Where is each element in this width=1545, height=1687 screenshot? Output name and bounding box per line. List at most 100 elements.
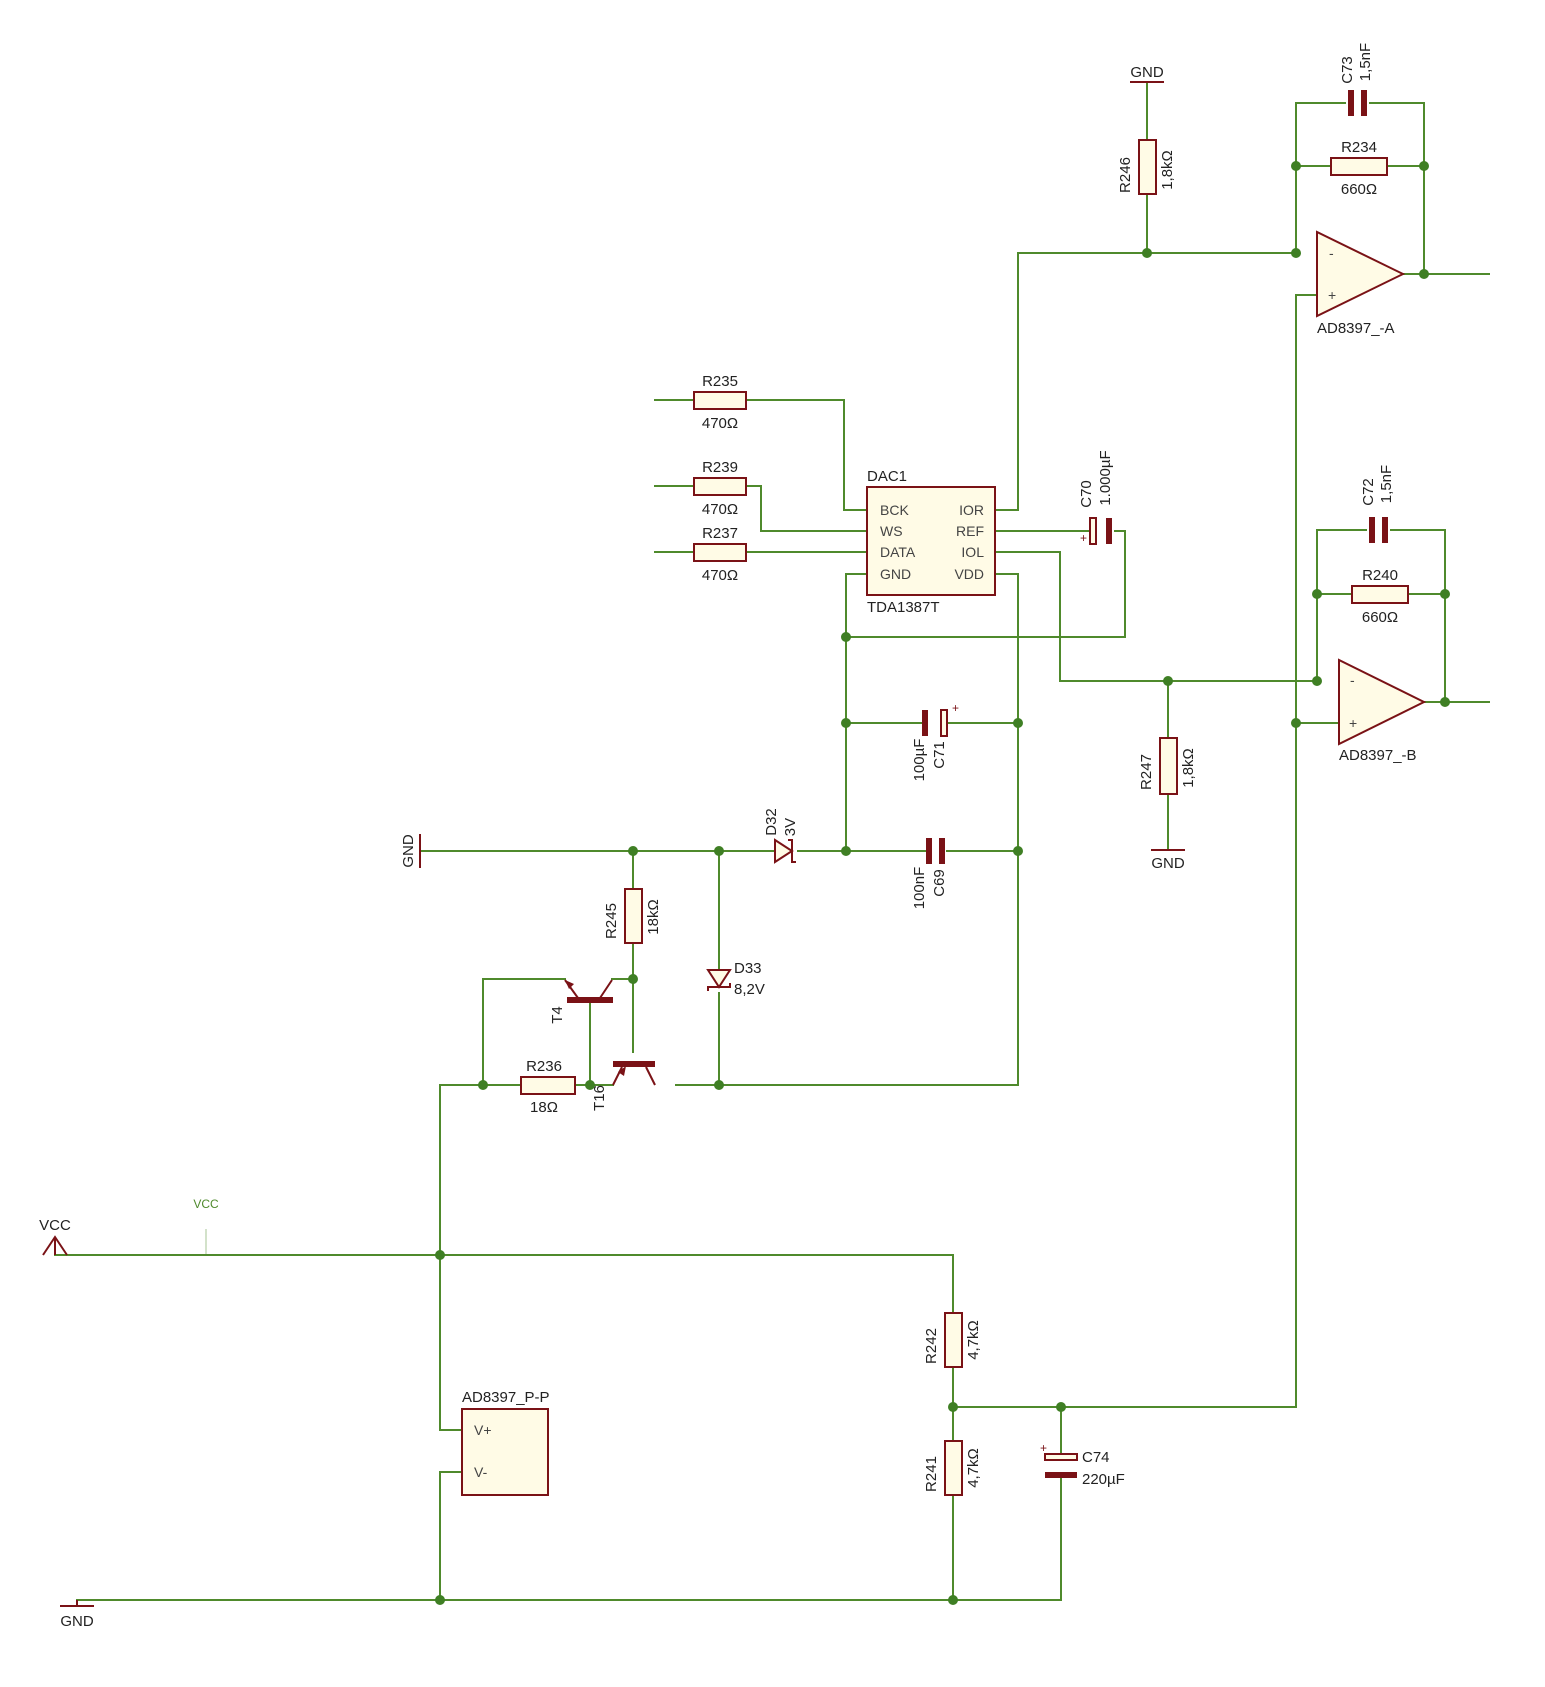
opp-pin-vminus: V- bbox=[474, 1464, 488, 1480]
transistor-t4[interactable]: T4 bbox=[549, 979, 613, 1024]
d32-value: 3V bbox=[782, 818, 799, 836]
r242-value: 4,7kΩ bbox=[965, 1320, 982, 1360]
r247-value: 1,8kΩ bbox=[1180, 748, 1197, 788]
wire-ws-2 bbox=[745, 485, 868, 532]
junction bbox=[1291, 248, 1301, 258]
opamp-a-plus: + bbox=[1328, 287, 1336, 303]
r234-name: R234 bbox=[1341, 139, 1377, 156]
c74-name: C74 bbox=[1082, 1449, 1110, 1466]
r235-name: R235 bbox=[702, 373, 738, 390]
junction bbox=[841, 846, 851, 856]
opamp-a[interactable]: - + AD8397_-A bbox=[1316, 230, 1406, 337]
transistor-t16[interactable]: T16 bbox=[591, 1061, 656, 1111]
opp-pin-vplus: V+ bbox=[474, 1422, 492, 1438]
d33-value: 8,2V bbox=[734, 981, 765, 998]
junction bbox=[435, 1595, 445, 1605]
dac-pin-ior: IOR bbox=[959, 502, 984, 518]
junction bbox=[1056, 1402, 1066, 1412]
wire-vcc-rail bbox=[54, 1254, 954, 1314]
wire-c70-return bbox=[845, 530, 1126, 638]
wire-ior bbox=[994, 252, 1297, 511]
c69-value: 100nF bbox=[911, 867, 928, 910]
r237-value: 470Ω bbox=[702, 567, 738, 584]
c69-name: C69 bbox=[931, 869, 948, 897]
resistor-r240[interactable]: R240 660Ω bbox=[1351, 567, 1409, 626]
dac-pin-ref: REF bbox=[956, 523, 984, 539]
capacitor-c69[interactable]: 100nF C69 bbox=[911, 838, 948, 909]
dac-pin-ws: WS bbox=[880, 523, 903, 539]
gnd-symbol-r247: GND bbox=[1151, 849, 1185, 872]
resistor-r235[interactable]: R235 470Ω bbox=[693, 373, 747, 432]
r246-name: R246 bbox=[1117, 157, 1134, 193]
r247-name: R247 bbox=[1138, 754, 1155, 790]
r239-name: R239 bbox=[702, 459, 738, 476]
r236-value: 18Ω bbox=[530, 1099, 558, 1116]
c73-name: C73 bbox=[1339, 56, 1356, 84]
capacitor-c70[interactable]: + C70 1.000µF bbox=[1078, 450, 1114, 545]
dac-pin-gnd: GND bbox=[880, 566, 911, 582]
d33-name: D33 bbox=[734, 960, 762, 977]
junction bbox=[841, 632, 851, 642]
wire-vcc-down bbox=[439, 1084, 463, 1431]
r240-name: R240 bbox=[1362, 567, 1398, 584]
zener-diode-d32[interactable]: D32 3V bbox=[763, 808, 799, 864]
wire-t4-emitter bbox=[482, 978, 566, 1086]
gnd-symbol-left: GND bbox=[400, 834, 421, 868]
wire-vminus bbox=[439, 1471, 463, 1601]
c70-value: 1.000µF bbox=[1097, 450, 1114, 505]
junction bbox=[1440, 697, 1450, 707]
resistor-r246[interactable]: R246 1,8kΩ bbox=[1117, 139, 1176, 195]
r245-value: 18kΩ bbox=[645, 899, 662, 934]
wire-iol bbox=[994, 551, 1318, 682]
gnd-label: GND bbox=[1151, 855, 1185, 872]
junction bbox=[948, 1402, 958, 1412]
junction bbox=[1163, 676, 1173, 686]
opamp-b[interactable]: - + AD8397_-B bbox=[1338, 658, 1427, 764]
zener-diode-d33[interactable]: D33 8,2V bbox=[706, 960, 765, 998]
t16-name: T16 bbox=[591, 1085, 608, 1111]
wire-bias-rail bbox=[952, 294, 1297, 1408]
r239-value: 470Ω bbox=[702, 501, 738, 518]
c71-plus: + bbox=[952, 701, 959, 715]
d32-name: D32 bbox=[763, 808, 780, 836]
opamp-b-minus: - bbox=[1350, 672, 1355, 688]
capacitor-c73[interactable]: C73 1,5nF bbox=[1339, 43, 1374, 116]
opamp-b-plus: + bbox=[1349, 715, 1357, 731]
resistor-r245[interactable]: R245 18kΩ bbox=[603, 888, 662, 944]
vcc-label: VCC bbox=[39, 1217, 71, 1234]
dac-pin-data: DATA bbox=[880, 544, 916, 560]
r241-value: 4,7kΩ bbox=[965, 1448, 982, 1488]
junction bbox=[714, 846, 724, 856]
vcc-symbol: VCC bbox=[39, 1217, 71, 1256]
wire-c72-b bbox=[1390, 529, 1446, 703]
opamp-a-minus: - bbox=[1329, 245, 1334, 261]
wire-dac-vdd bbox=[718, 573, 1019, 1086]
dac-chip[interactable]: DAC1 TDA1387T BCK WS DATA GND IOR REF IO… bbox=[866, 468, 996, 616]
r246-value: 1,8kΩ bbox=[1159, 150, 1176, 190]
dac-pin-vdd: VDD bbox=[954, 566, 984, 582]
r241-name: R241 bbox=[923, 1456, 940, 1492]
resistor-r237[interactable]: R237 470Ω bbox=[693, 525, 747, 584]
resistor-r236[interactable]: R236 18Ω bbox=[520, 1058, 576, 1116]
resistor-r247[interactable]: R247 1,8kΩ bbox=[1138, 737, 1197, 795]
opp-name: AD8397_P-P bbox=[462, 1389, 550, 1406]
dac-value: TDA1387T bbox=[867, 599, 940, 616]
c73-value: 1,5nF bbox=[1357, 43, 1374, 81]
resistor-r242[interactable]: R242 4,7kΩ bbox=[923, 1312, 982, 1368]
junction bbox=[1013, 718, 1023, 728]
resistor-r234[interactable]: R234 660Ω bbox=[1330, 139, 1388, 198]
dac-name: DAC1 bbox=[867, 468, 907, 485]
resistor-r241[interactable]: R241 4,7kΩ bbox=[923, 1440, 982, 1496]
junction bbox=[1312, 676, 1322, 686]
capacitor-c71[interactable]: + 100µF C71 bbox=[911, 701, 959, 781]
capacitor-c72[interactable]: C72 1,5nF bbox=[1360, 465, 1395, 543]
junction bbox=[1440, 589, 1450, 599]
junction bbox=[628, 846, 638, 856]
resistor-r239[interactable]: R239 470Ω bbox=[693, 459, 747, 518]
gnd-label: GND bbox=[400, 834, 417, 868]
opamp-power-block[interactable]: AD8397_P-P V+ V- bbox=[461, 1389, 550, 1496]
junction bbox=[714, 1080, 724, 1090]
capacitor-c74[interactable]: + C74 220µF bbox=[1040, 1441, 1125, 1488]
junction bbox=[1142, 248, 1152, 258]
